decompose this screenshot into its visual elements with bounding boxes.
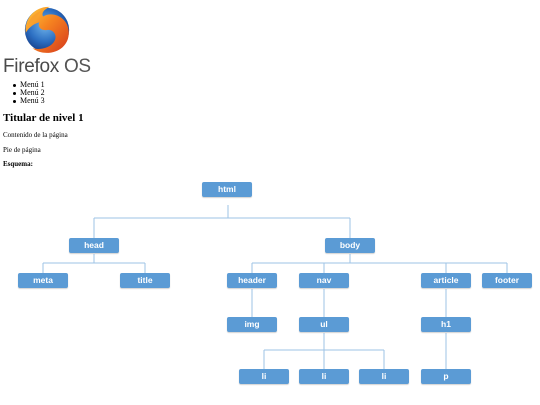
logo-wordmark: Firefox OS (3, 57, 91, 77)
node-meta: meta (18, 273, 68, 288)
menu-item[interactable]: Menú 2 (13, 88, 45, 97)
node-ul: ul (299, 317, 349, 332)
node-li: li (299, 369, 349, 384)
node-li: li (359, 369, 409, 384)
menu-item[interactable]: Menú 3 (13, 96, 45, 105)
schema-label: Esquema: (3, 160, 33, 168)
node-article: article (421, 273, 471, 288)
logo-brand: Firefox (3, 56, 59, 77)
node-li: li (239, 369, 289, 384)
page-content: Contenido de la página (3, 131, 68, 139)
node-body: body (325, 238, 375, 253)
node-html: html (202, 182, 252, 197)
firefox-os-logo: Firefox OS (3, 2, 98, 77)
menu-list: Menú 1 Menú 2 Menú 3 (13, 80, 45, 105)
logo-os: OS (63, 56, 91, 77)
menu-item[interactable]: Menú 1 (13, 80, 45, 89)
firefox-logo-icon (24, 6, 70, 53)
dom-tree-diagram: html head body meta title header nav art… (0, 170, 540, 405)
page-footer: Pie de página (3, 146, 41, 154)
node-img: img (227, 317, 277, 332)
node-head: head (69, 238, 119, 253)
node-header: header (227, 273, 277, 288)
node-footer: footer (482, 273, 532, 288)
node-nav: nav (299, 273, 349, 288)
page-heading: Titular de nivel 1 (3, 112, 84, 124)
node-h1: h1 (421, 317, 471, 332)
node-title: title (120, 273, 170, 288)
node-p: p (421, 369, 471, 384)
tree-connectors (42, 205, 508, 369)
